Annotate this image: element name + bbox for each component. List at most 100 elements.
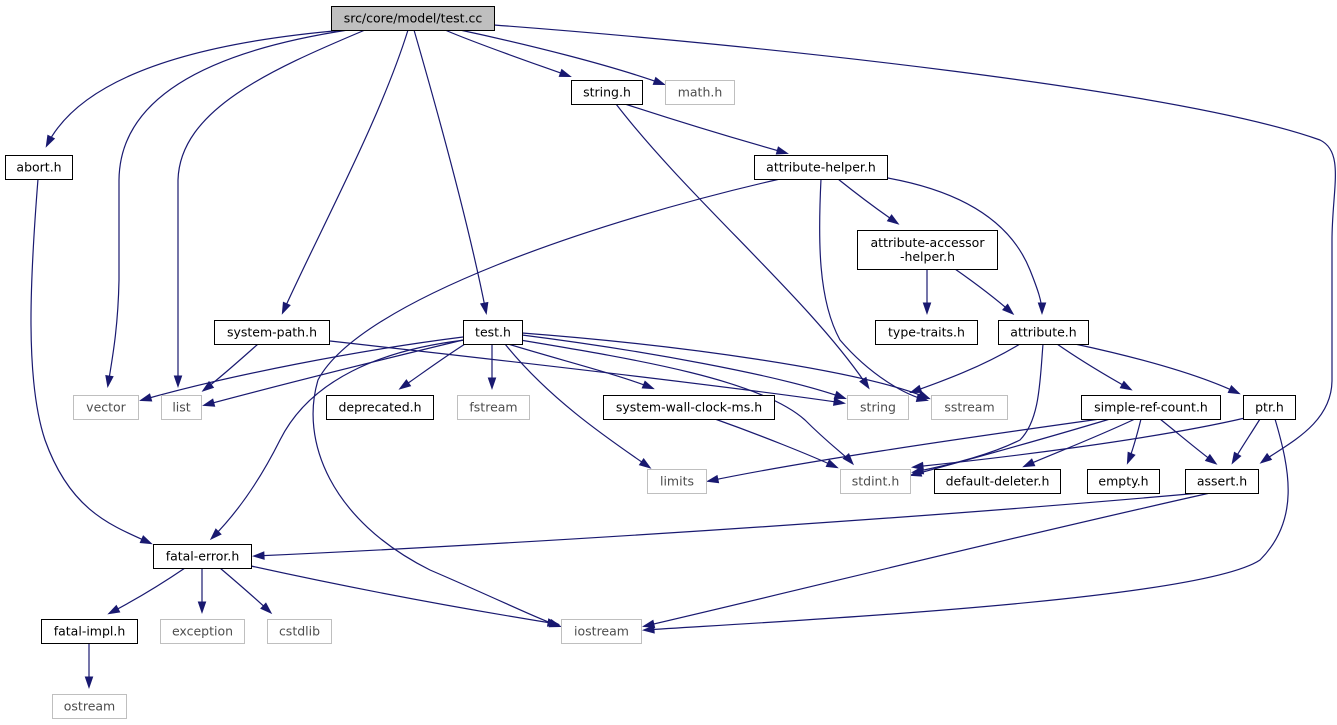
- node-fatal-error-h[interactable]: fatal-error.h: [153, 544, 252, 569]
- node-label: string.h: [583, 85, 631, 100]
- edge-arrowhead-fatal-error-h-to-cstdlib: [260, 602, 273, 615]
- edge-arrowhead-assert-h-to-iostream: [642, 619, 656, 629]
- node-box: [41, 619, 138, 644]
- edge-arrowhead-attribute-helper-h-to-attribute-accessor-helper-h: [886, 214, 900, 225]
- node-type-traits-h[interactable]: type-traits.h: [875, 320, 978, 345]
- edge-system-path-h-to-list: [203, 343, 259, 391]
- node-box: [571, 80, 643, 105]
- node-label: math.h: [678, 85, 723, 100]
- node-iostream: iostream: [561, 619, 642, 644]
- node-box: [267, 619, 332, 644]
- node-box: [52, 694, 127, 719]
- edge-ptr-h-to-stdint-h: [913, 417, 1246, 468]
- edge-test-cc-to-system-path-h: [282, 29, 409, 313]
- node-label: ptr.h: [1255, 400, 1284, 415]
- edge-arrowhead-attribute-h-to-ptr-h: [1227, 385, 1241, 395]
- node-label: sstream: [944, 400, 994, 415]
- node-box: [847, 395, 909, 420]
- node-label: string: [860, 400, 896, 415]
- node-test-h[interactable]: test.h: [463, 320, 523, 345]
- node-label: empty.h: [1098, 474, 1148, 489]
- node-label: deprecated.h: [338, 400, 421, 415]
- node-box: [214, 320, 330, 345]
- edge-arrowhead-attribute-h-to-simple-ref-count-h: [1119, 380, 1133, 391]
- node-assert-h[interactable]: assert.h: [1185, 469, 1259, 494]
- edge-arrowhead-test-h-to-fstream: [487, 377, 497, 391]
- edge-test-h-to-vector: [141, 336, 464, 401]
- node-label: src/core/model/test.cc: [344, 11, 483, 26]
- node-box: [840, 469, 911, 494]
- node-label: test.h: [475, 325, 511, 340]
- node-string-h[interactable]: string.h: [571, 80, 643, 105]
- edge-arrowhead-test-cc-to-list: [173, 375, 183, 389]
- edge-arrowhead-test-h-to-string: [833, 390, 847, 400]
- node-ptr-h[interactable]: ptr.h: [1243, 395, 1296, 420]
- edge-test-cc-to-list: [177, 29, 366, 385]
- edge-assert-h-to-fatal-error-h: [254, 492, 1201, 557]
- edge-attribute-h-to-string: [911, 343, 1021, 393]
- node-empty-h[interactable]: empty.h: [1087, 469, 1160, 494]
- edge-simple-ref-count-h-to-limits: [708, 418, 1101, 482]
- edge-arrowhead-test-cc-to-abort-h: [45, 134, 56, 148]
- edge-ptr-h-to-iostream: [644, 418, 1289, 631]
- node-label: attribute.h: [1010, 325, 1076, 340]
- node-string: string: [847, 395, 909, 420]
- edge-test-h-to-string: [521, 334, 845, 399]
- edge-arrowhead-test-h-to-system-wall-clock-ms-h: [641, 380, 655, 390]
- edge-arrowhead-attribute-h-to-string: [909, 384, 923, 394]
- edge-test-cc-to-test-h: [413, 29, 487, 313]
- node-list: list: [161, 395, 202, 420]
- node-box: [561, 619, 642, 644]
- node-box: [875, 320, 978, 345]
- node-deprecated-h[interactable]: deprecated.h: [326, 395, 434, 420]
- edge-arrowhead-simple-ref-count-h-to-default-deleter-h: [1022, 458, 1036, 468]
- node-box: [998, 320, 1089, 345]
- edge-arrowhead-fatal-error-h-to-fatal-impl-h: [107, 604, 121, 615]
- edge-arrowhead-system-path-h-to-list: [201, 380, 215, 392]
- node-label: abort.h: [16, 160, 61, 175]
- edge-arrowhead-simple-ref-count-h-to-limits: [706, 474, 720, 484]
- node-default-deleter-h[interactable]: default-deleter.h: [934, 469, 1061, 494]
- edge-attribute-helper-h-to-iostream: [312, 178, 781, 627]
- edge-arrowhead-system-path-h-to-string: [832, 397, 847, 406]
- node-label: default-deleter.h: [946, 474, 1050, 489]
- node-attribute-helper-h[interactable]: attribute-helper.h: [754, 155, 888, 180]
- edge-arrowhead-test-cc-to-string-h: [558, 68, 572, 78]
- edge-arrowhead-test-h-to-limits: [638, 458, 652, 469]
- node-test-cc[interactable]: src/core/model/test.cc: [331, 6, 495, 31]
- node-exception: exception: [160, 619, 245, 644]
- edge-arrowhead-test-cc-to-system-path-h: [281, 301, 291, 315]
- node-box: [754, 155, 888, 180]
- node-system-path-h[interactable]: system-path.h: [214, 320, 330, 345]
- node-box: [1081, 395, 1221, 420]
- edge-attribute-helper-h-to-attribute-accessor-helper-h: [837, 178, 898, 224]
- edge-arrowhead-test-h-to-sstream: [917, 390, 931, 400]
- node-attribute-accessor-helper-h[interactable]: attribute-accessor-helper.h: [857, 230, 998, 270]
- edge-arrowhead-abort-h-to-fatal-error-h: [139, 535, 153, 545]
- node-label: stdint.h: [852, 474, 900, 489]
- node-simple-ref-count-h[interactable]: simple-ref-count.h: [1081, 395, 1221, 420]
- node-fatal-impl-h[interactable]: fatal-impl.h: [41, 619, 138, 644]
- edge-attribute-h-to-simple-ref-count-h: [1056, 343, 1131, 390]
- node-label: fatal-impl.h: [54, 624, 126, 639]
- node-box: [160, 619, 245, 644]
- node-system-wall-clock-ms-h[interactable]: system-wall-clock-ms.h: [603, 395, 775, 420]
- node-box: [1185, 469, 1259, 494]
- node-box: [463, 320, 523, 345]
- edge-fatal-error-h-to-cstdlib: [219, 567, 271, 613]
- node-attribute-h[interactable]: attribute.h: [998, 320, 1089, 345]
- node-stdint-h: stdint.h: [840, 469, 911, 494]
- edge-arrowhead-attribute-accessor-helper-h-to-type-traits-h: [922, 302, 932, 316]
- edge-attribute-h-to-ptr-h: [1074, 343, 1239, 394]
- node-abort-h[interactable]: abort.h: [5, 155, 73, 180]
- edge-arrowhead-test-h-to-fatal-error-h: [209, 528, 222, 541]
- edge-arrowhead-attribute-accessor-helper-h-to-attribute-h: [1002, 303, 1015, 316]
- edge-arrowhead-system-wall-clock-ms-h-to-stdint-h: [825, 459, 839, 469]
- node-label: assert.h: [1197, 474, 1247, 489]
- edge-assert-h-to-iostream: [644, 492, 1211, 627]
- node-box: [457, 395, 530, 420]
- edge-attribute-helper-h-to-attribute-h: [881, 176, 1043, 313]
- edge-arrowhead-simple-ref-count-h-to-empty-h: [1126, 451, 1136, 465]
- edge-arrowhead-fatal-impl-h-to-ostream: [84, 676, 94, 690]
- edge-string-h-to-string: [615, 103, 869, 388]
